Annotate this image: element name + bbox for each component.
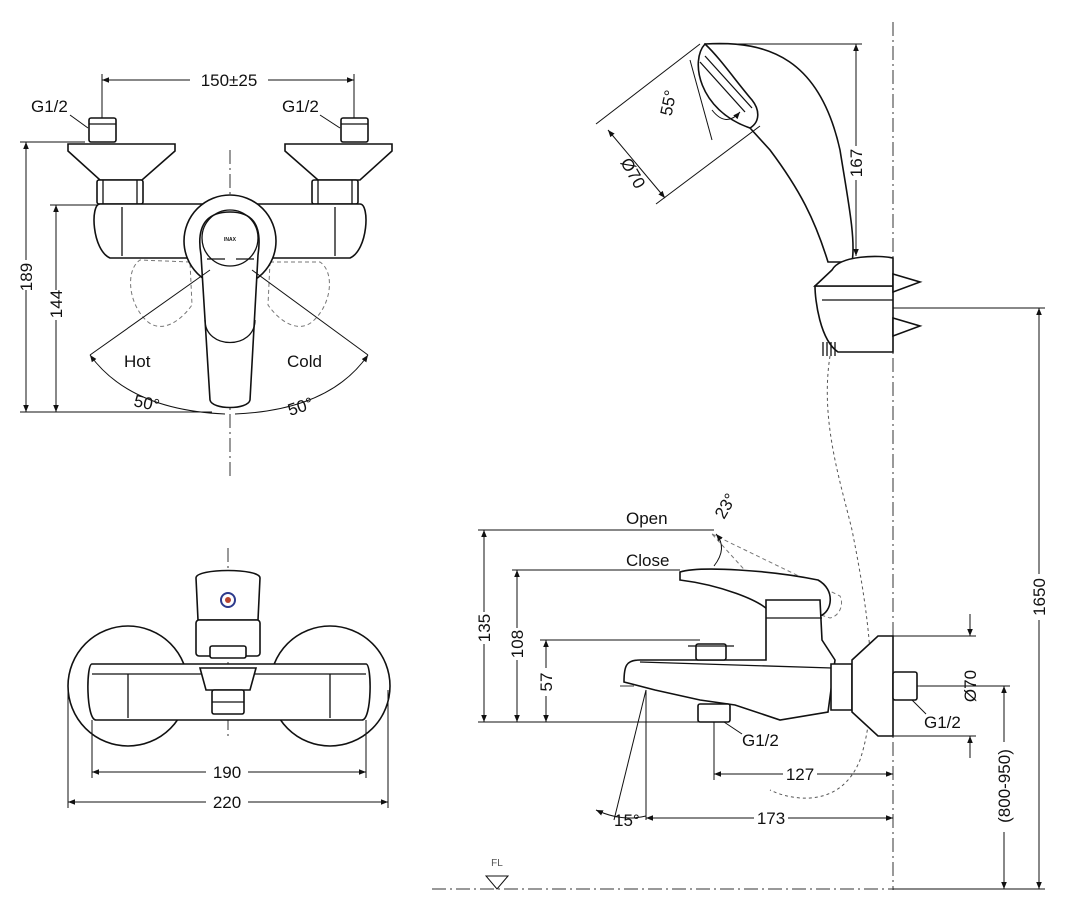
mount-height-label: (800-950) [995,749,1014,823]
spout-reach-label: 127 [786,765,814,784]
head-diameter-label: Ø70 [617,155,650,192]
left-eccentric-union [67,117,176,205]
total-reach-label: 173 [757,809,785,828]
inlet-spacing-label: 150±25 [201,71,258,90]
side-view: FL Open Close 23° 135 108 57 Ø70 G1/2 G1… [432,307,1049,890]
open-angle-label: 23° [711,490,740,522]
left-thread-label: G1/2 [31,97,68,116]
height-spout-label: 57 [537,673,556,692]
open-label: Open [626,509,668,528]
height-total-label: 189 [17,263,36,291]
outer-width-label: 220 [213,793,241,812]
outlet-thread-label: G1/2 [742,731,779,750]
bottom-view: 190 220 [67,548,391,812]
head-angle-label: 55° [657,88,681,117]
right-thread-label: G1/2 [282,97,319,116]
height-close-label: 108 [508,630,527,658]
right-eccentric-union [284,117,393,205]
holder-height-label: 1650 [1030,578,1049,616]
height-open-label: 135 [475,614,494,642]
front-view: 150±25 G1/2 G1/2 [17,70,393,478]
cold-label: Cold [287,352,322,371]
head-length-label: 167 [847,149,866,177]
brand-mark: INAX [224,237,237,243]
inlet-thread-label: G1/2 [924,713,961,732]
angle-left-label: 50° [132,391,161,415]
shower-view: Ø70 55° 167 [595,22,923,890]
inner-width-label: 190 [213,763,241,782]
hot-label: Hot [124,352,151,371]
close-label: Close [626,551,669,570]
floor-label: FL [491,858,503,869]
spout-angle-label: 15° [614,811,640,830]
height-lever-label: 144 [47,290,66,318]
angle-right-label: 50° [285,394,315,420]
